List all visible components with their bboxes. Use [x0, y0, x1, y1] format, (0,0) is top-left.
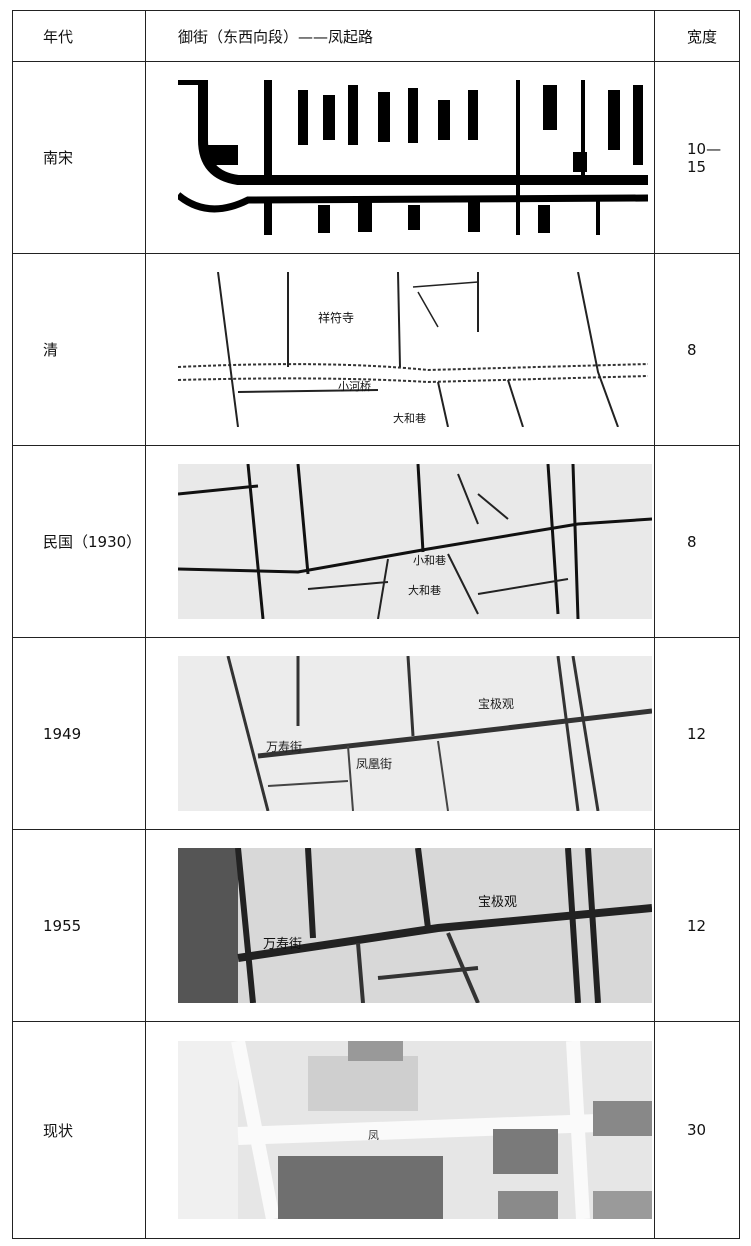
width-cell: 10—15	[654, 61, 740, 254]
map-label: 小和巷	[413, 554, 446, 567]
map-label: 小河桥	[338, 380, 371, 393]
map-cell	[145, 61, 655, 254]
map-label: 宝极观	[478, 697, 514, 711]
map-label: 万寿街	[266, 740, 302, 754]
map-1955: 万寿街 宝极观	[178, 848, 652, 1003]
map-cell: 祥符寺 小河桥 大和巷	[145, 253, 655, 446]
width-cell: 12	[654, 829, 740, 1022]
width-cell: 30	[654, 1021, 740, 1239]
map-label: 宝极观	[478, 895, 517, 910]
map-label: 万寿街	[263, 937, 302, 952]
map-qing-image: 祥符寺 小河桥 大和巷	[178, 272, 652, 427]
map-now: 凤	[178, 1041, 652, 1219]
header-street: 御街（东西向段）——凤起路	[145, 10, 655, 62]
table-row: 1955 万寿街 宝极观 12	[12, 829, 740, 1022]
map-1955-image: 万寿街 宝极观	[178, 848, 652, 1003]
era-cell: 1955	[12, 829, 146, 1022]
table-row: 现状 凤 30	[12, 1021, 740, 1239]
map-label: 凤凰街	[356, 757, 392, 771]
map-cell: 万寿街 宝极观	[145, 829, 655, 1022]
map-song-image	[178, 80, 652, 235]
table-row: 民国（1930） 小和巷 大和巷 8	[12, 445, 740, 638]
map-cell: 小和巷 大和巷	[145, 445, 655, 638]
map-label: 凤	[368, 1129, 379, 1142]
table-header-row: 年代 御街（东西向段）——凤起路 宽度	[12, 10, 740, 62]
width-cell: 8	[654, 253, 740, 446]
map-1949-image: 万寿街 凤凰街 宝极观	[178, 656, 652, 811]
map-label: 大和巷	[393, 411, 426, 425]
map-now-image: 凤	[178, 1041, 652, 1219]
era-cell: 1949	[12, 637, 146, 830]
map-label: 大和巷	[408, 583, 441, 597]
table-row: 1949 万寿街 凤凰街 宝极观 12	[12, 637, 740, 830]
header-width: 宽度	[654, 10, 740, 62]
table-row: 南宋	[12, 61, 740, 254]
map-minguo-image: 小和巷 大和巷	[178, 464, 652, 619]
map-song	[178, 80, 652, 235]
era-cell: 清	[12, 253, 146, 446]
map-minguo: 小和巷 大和巷	[178, 464, 652, 619]
table-row: 清 祥符寺 小河桥 大和巷 8	[12, 253, 740, 446]
era-cell: 民国（1930）	[12, 445, 146, 638]
width-cell: 12	[654, 637, 740, 830]
map-1949: 万寿街 凤凰街 宝极观	[178, 656, 652, 811]
history-table: 年代 御街（东西向段）——凤起路 宽度 南宋	[12, 10, 740, 1239]
map-qing: 祥符寺 小河桥 大和巷	[178, 272, 652, 427]
width-cell: 8	[654, 445, 740, 638]
map-cell: 万寿街 凤凰街 宝极观	[145, 637, 655, 830]
era-cell: 南宋	[12, 61, 146, 254]
map-cell: 凤	[145, 1021, 655, 1239]
map-label: 祥符寺	[318, 310, 354, 325]
era-cell: 现状	[12, 1021, 146, 1239]
header-era: 年代	[12, 10, 146, 62]
